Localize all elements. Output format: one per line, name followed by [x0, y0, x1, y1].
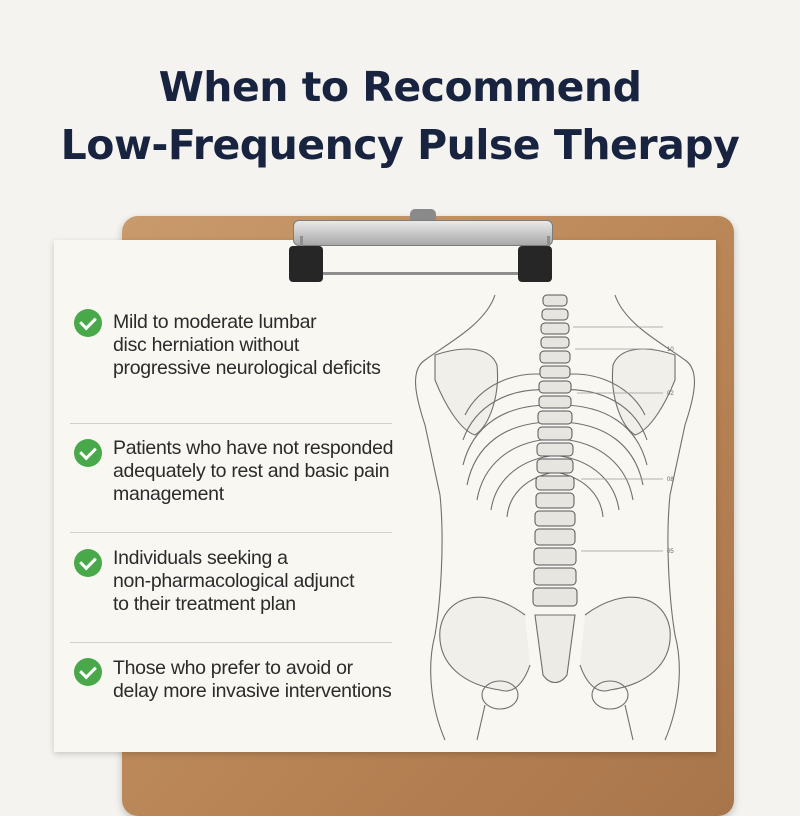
- item-text-line: to their treatment plan: [113, 593, 296, 615]
- clipboard-clip: [293, 220, 553, 246]
- item-text-line: adequately to rest and basic pain: [113, 460, 390, 482]
- page-title: When to Recommend Low-Frequency Pulse Th…: [0, 58, 800, 174]
- item-text-line: Mild to moderate lumbar: [113, 311, 317, 333]
- item-text-line: delay more invasive interventions: [113, 680, 392, 702]
- check-circle-icon: [74, 439, 102, 467]
- check-circle-icon: [74, 309, 102, 337]
- item-text-line: non-pharmacological adjunct: [113, 570, 355, 592]
- diagram-label: 08: [667, 477, 674, 483]
- clip-right-end: [518, 246, 552, 282]
- spine-skeleton-illustration: 10 02 08 05: [414, 294, 696, 741]
- title-line-1: When to Recommend: [158, 63, 642, 111]
- item-text-line: disc herniation without: [113, 334, 300, 356]
- diagram-label: 02: [667, 391, 674, 397]
- item-text-line: Those who prefer to avoid or: [113, 657, 353, 679]
- divider: [70, 532, 392, 533]
- title-line-2: Low-Frequency Pulse Therapy: [60, 121, 740, 169]
- check-circle-icon: [74, 658, 102, 686]
- clip-wire: [300, 236, 550, 275]
- divider: [70, 423, 392, 424]
- divider: [70, 642, 392, 643]
- check-circle-icon: [74, 549, 102, 577]
- clip-left-end: [289, 246, 323, 282]
- diagram-label: 10: [667, 347, 674, 353]
- item-text-line: Individuals seeking a: [113, 547, 288, 569]
- item-text-line: management: [113, 483, 224, 505]
- item-text-line: Patients who have not responded: [113, 437, 394, 459]
- item-text-line: progressive neurological deficits: [113, 357, 381, 379]
- clip-knob: [410, 209, 436, 222]
- diagram-label: 05: [667, 549, 674, 555]
